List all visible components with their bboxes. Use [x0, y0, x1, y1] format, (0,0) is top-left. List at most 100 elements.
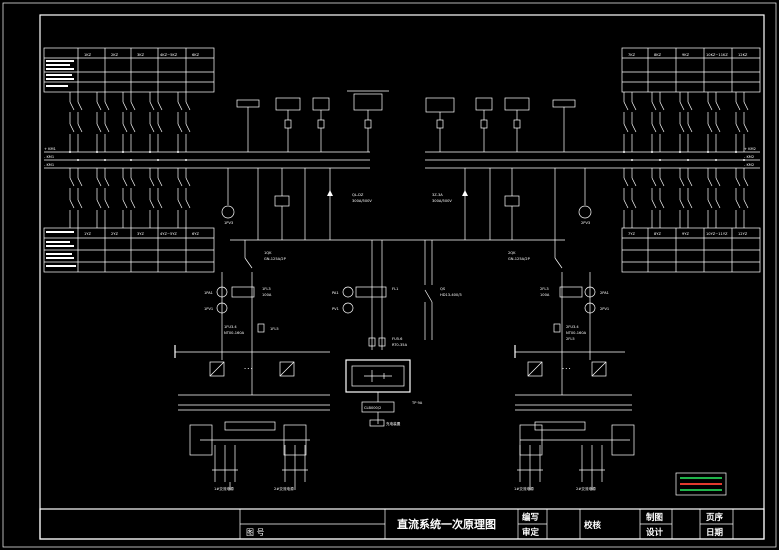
fu-right-rating: NT00-160A	[566, 331, 587, 335]
fu-right-label: 2FU3.4	[566, 325, 579, 329]
reviewer-label: 审定	[522, 527, 540, 538]
drawing-title: 直流系统一次原理图	[397, 517, 496, 531]
left-top-cell-2: 2KZ	[111, 53, 119, 57]
right-feeder-5	[735, 92, 749, 228]
left-pa-label: 1PA1	[204, 291, 213, 295]
right-bus-label-3: - KM2	[744, 163, 754, 167]
pv-label: PV1	[332, 307, 339, 311]
qk-left-label: 1QK	[264, 251, 272, 255]
legend	[675, 472, 727, 496]
right-dots: • • •	[562, 367, 571, 371]
meter-left-label: 1PV3	[224, 221, 233, 225]
right-top-cell-2: 8KZ	[654, 53, 662, 57]
right-bottom-cell-1: 7YZ	[628, 232, 635, 236]
ql-left-label: QL-DZ	[352, 193, 364, 197]
tp-label: TP 9A	[411, 401, 423, 405]
sheet-label: 页序	[706, 512, 724, 523]
ac-right-1-label: 1#交流电源	[514, 486, 534, 491]
left-fl2-label: 1FL5	[270, 327, 279, 331]
left-fl-label: 1FL3	[262, 287, 271, 291]
right-top-cell-3: 9KZ	[682, 53, 690, 57]
left-bottom-cell-2: 2YZ	[111, 232, 118, 236]
right-top-cell-5: 12KZ	[738, 53, 748, 57]
fu-left-rating: NT00-160A	[224, 331, 245, 335]
right-feeder-3	[679, 92, 693, 228]
left-bus-label-1: + KM1	[44, 147, 56, 151]
inner-frame	[39, 14, 765, 540]
right-feeder-4	[707, 92, 721, 228]
right-fl2-label: 2FL5	[566, 337, 575, 341]
right-bottom-table: 7YZ 8YZ 9YZ 10YZ~11YZ 12YZ	[621, 227, 761, 273]
left-top-cell-4: 4KZ~5KZ	[160, 53, 178, 57]
left-feeder-3	[122, 92, 136, 228]
right-fl-rating: 100A	[540, 293, 550, 297]
checker-label: 校核	[584, 520, 602, 531]
left-bottom-cell-5: 6YZ	[192, 232, 199, 236]
right-fl-label: 2FL3	[540, 287, 549, 291]
bat-box-note: 充电装置	[386, 421, 401, 426]
feeder-circuits	[69, 92, 749, 228]
left-lower-branch: 1QK GN-125A/2P 1PA1 1FL3 100A 1PV1 1FU3.…	[174, 240, 330, 491]
right-top-cell-1: 7KZ	[628, 53, 636, 57]
title-block: 图 号 直流系统一次原理图 编写 审定 校核 制图 设计 页序 日期	[39, 508, 765, 540]
fu-left-label: 1FU3.4	[224, 325, 237, 329]
qs-rating: HD13-400/3	[440, 293, 462, 297]
left-top-cell-5: 6KZ	[192, 53, 200, 57]
right-top-cell-4: 10KZ~11KZ	[706, 53, 728, 57]
ac-left-2-label: 2#交流电源	[274, 486, 294, 491]
bat-box-label: CLB000/2	[364, 406, 381, 410]
left-feeder-2	[96, 92, 110, 228]
left-bottom-table: 1YZ 2YZ 3YZ 4YZ~5YZ 6YZ	[43, 227, 215, 273]
left-dots: • • •	[244, 367, 253, 371]
right-bus-label-2: - KM2	[744, 155, 754, 159]
right-bus: + KM2 - KM2 - KM2	[425, 147, 760, 169]
right-pv-label: 2PV1	[600, 307, 609, 311]
fu-center-rating: RT0-35A	[392, 343, 408, 347]
qk-right-rating: GN-125A/2P	[508, 257, 531, 261]
left-bottom-cell-1: 1YZ	[84, 232, 91, 236]
drafter-label: 编写	[522, 512, 540, 523]
mid-devices: 1PV3 QL-DZ 300A/500V 2PV3 3Z-3A 300A/500…	[221, 168, 592, 241]
left-feeder-1	[69, 92, 83, 228]
drawing-no-label: 图 号	[246, 528, 265, 537]
left-bus: + KM1 - KM1 - KM1	[44, 147, 370, 169]
right-bottom-cell-2: 8YZ	[654, 232, 661, 236]
design-label: 设计	[646, 527, 664, 538]
left-top-cell-1: 1KZ	[84, 53, 92, 57]
center-battery-branch: PA1 FL1 PV1 FU5.6 RT0-35A TP 9A CLB000/2…	[332, 240, 462, 427]
ac-right-2-label: 2#交流电源	[576, 486, 596, 491]
left-feeder-4	[149, 92, 163, 228]
drawn-label: 制图	[646, 512, 663, 523]
right-feeder-1	[623, 92, 637, 228]
left-top-table: 1KZ 2KZ 3KZ 4KZ~5KZ 6KZ	[43, 47, 215, 93]
ql-right-rating: 300A/500V	[432, 199, 452, 203]
left-pv-label: 1PV1	[204, 307, 213, 311]
ql-left-rating: 300A/500V	[352, 199, 372, 203]
date-label: 日期	[706, 527, 724, 538]
right-bottom-cell-5: 12YZ	[738, 232, 748, 236]
fu-center-label: FU5.6	[392, 337, 403, 341]
right-bottom-cell-3: 9YZ	[682, 232, 689, 236]
left-top-cell-3: 3KZ	[137, 53, 145, 57]
left-fl-rating: 100A	[262, 293, 272, 297]
right-bottom-cell-4: 10YZ~11YZ	[706, 232, 728, 236]
right-lower-branch: 2QK GN-125A/2P 2PA1 2FL3 100A 2PV1 2FU3.…	[508, 240, 635, 491]
ac-left-1-label: 1#交流电源	[214, 486, 234, 491]
right-feeder-2	[651, 92, 665, 228]
qs-label: QS	[440, 287, 446, 291]
right-top-table: 7KZ 8KZ 9KZ 10KZ~11KZ 12KZ	[621, 47, 761, 93]
left-bus-label-3: - KM1	[44, 163, 54, 167]
left-bottom-cell-4: 4YZ~5YZ	[160, 232, 177, 236]
right-bus-label-1: + KM2	[744, 147, 756, 151]
top-center-devices	[236, 90, 576, 152]
pa-label: PA1	[332, 291, 339, 295]
qk-right-label: 2QK	[508, 251, 516, 255]
left-bottom-cell-3: 3YZ	[137, 232, 144, 236]
left-feeder-5	[177, 92, 191, 228]
fl-label: FL1	[392, 287, 398, 291]
ql-right-label: 3Z-3A	[432, 193, 443, 197]
left-bus-label-2: - KM1	[44, 155, 54, 159]
qk-left-rating: GN-125A/2P	[264, 257, 287, 261]
